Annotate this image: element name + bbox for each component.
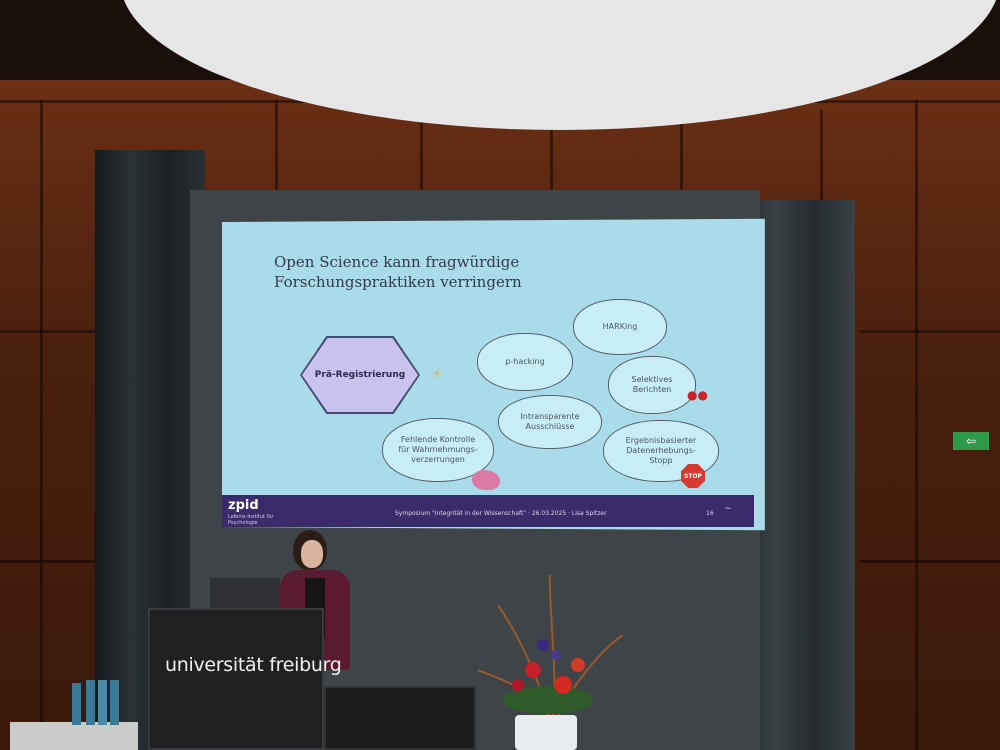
- water-bottles: [72, 680, 119, 725]
- page-number: 16: [706, 510, 714, 517]
- cloud-intransparente-ausschluesse: Intransparente Ausschlüsse: [498, 395, 602, 449]
- slide-title-line-2: Forschungspraktiken verringern: [274, 273, 522, 291]
- side-table: [10, 722, 138, 750]
- podium-side: [324, 686, 476, 750]
- cloud-selektives-berichten: Selektives Berichten: [608, 356, 696, 414]
- cloud-harking: HARKing: [573, 299, 667, 355]
- pre-registration-hexagon: Prä-Registrierung: [302, 338, 418, 412]
- zpid-logo: zpid: [228, 498, 259, 513]
- slide-title-line-1: Open Science kann fragwürdige: [274, 253, 520, 271]
- brain-icon: [472, 470, 500, 490]
- vase: [515, 715, 577, 750]
- podium: [148, 608, 324, 750]
- lightning-icon: ⚡: [432, 367, 442, 383]
- laptop: [210, 578, 280, 608]
- flower-arrangement: [478, 575, 624, 716]
- stop-sign-icon: STOP: [681, 464, 705, 488]
- exit-sign-icon: ⇦: [953, 432, 989, 450]
- zpid-subtitle: Leibniz-Institut für Psychologie: [228, 514, 274, 526]
- cherry-icon: ●●: [687, 388, 708, 402]
- institute-logo: ~: [724, 504, 732, 514]
- podium-label: universität freiburg: [165, 654, 342, 676]
- footer-text: Symposium "Integrität in der Wissenschaf…: [395, 510, 607, 517]
- slide-footer: [222, 495, 754, 527]
- speaker-face: [301, 540, 323, 568]
- cloud-p-hacking: p-hacking: [477, 333, 573, 391]
- slide-title: Open Science kann fragwürdige Forschungs…: [274, 252, 604, 292]
